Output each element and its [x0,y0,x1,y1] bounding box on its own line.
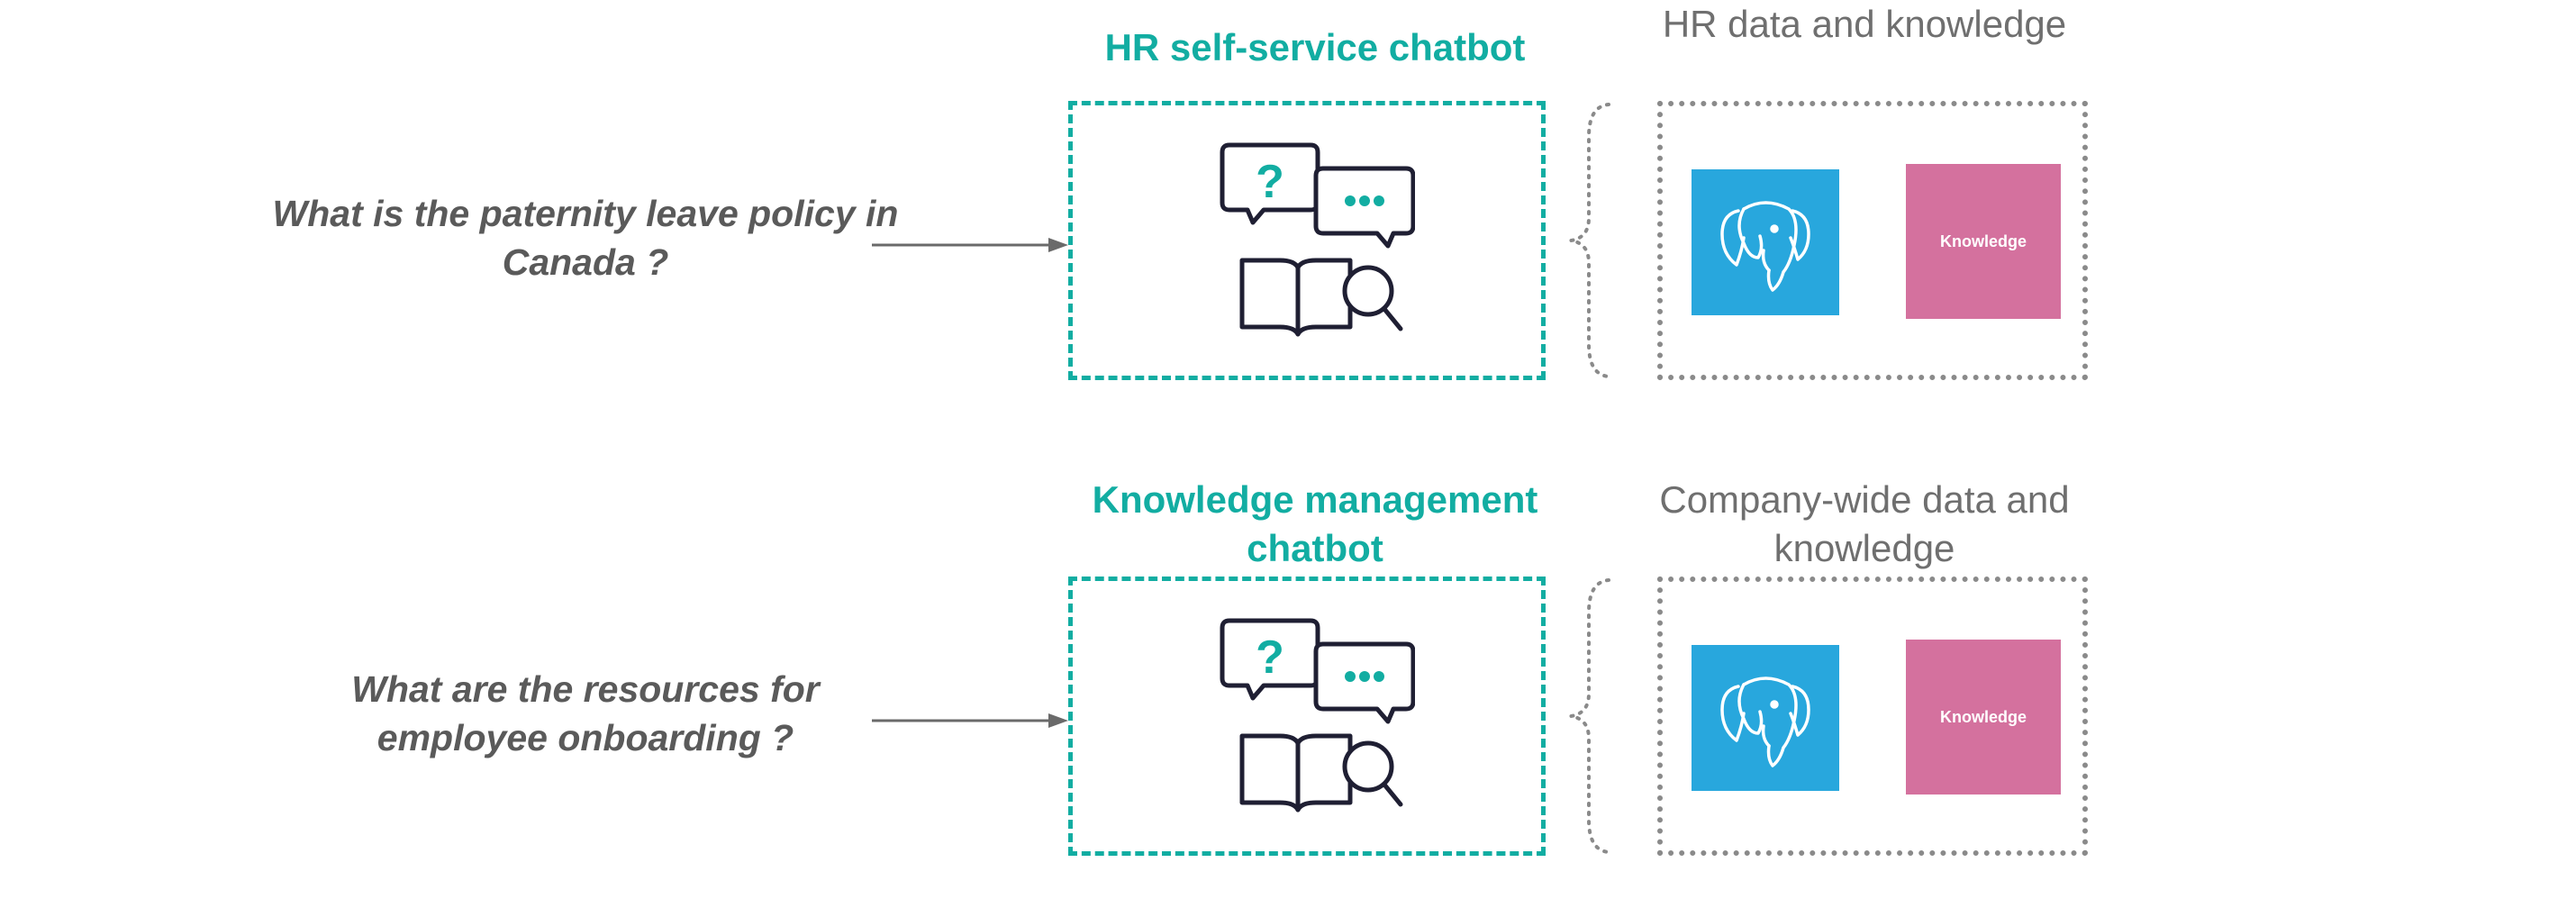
data-source-box: Knowledge [1657,577,2088,856]
svg-text:?: ? [1256,631,1284,684]
postgresql-elephant-icon [1720,201,1810,292]
flow-row-knowledge: What are the resources for employee onbo… [0,476,2576,908]
arrow-to-chatbot [872,713,1068,728]
book-search-icon [1239,733,1403,813]
chatbot-box: ? [1068,101,1546,380]
grouping-brace [1570,578,1610,854]
knowledge-label: Knowledge [1939,707,2027,726]
svg-text:?: ? [1256,156,1284,208]
chat-question-icon [1220,618,1320,701]
database-tile [1692,169,1839,315]
book-search-icon [1239,258,1403,337]
chat-ellipsis-icon [1313,166,1415,249]
grouping-brace [1570,103,1610,378]
data-source-box: Knowledge [1657,101,2088,380]
data-source-title: Company-wide data and knowledge [1659,478,2070,569]
data-source-title: HR data and knowledge [1662,3,2067,45]
knowledge-tile: Knowledge [1906,164,2061,319]
knowledge-label: Knowledge [1939,232,2027,250]
chat-question-icon [1220,142,1320,225]
knowledge-tile: Knowledge [1906,640,2061,794]
chatbot-title: HR self-service chatbot [1104,26,1526,68]
chatbot-title: Knowledge management chatbot [1092,478,1538,569]
flow-row-hr: What is the paternity leave policy in Ca… [0,0,2576,432]
chatbot-icon: ? [1220,142,1415,337]
database-tile [1692,645,1839,791]
chat-ellipsis-icon [1313,641,1415,724]
user-question: What are the resources for employee onbo… [351,668,820,758]
chatbot-box: ? [1068,577,1546,856]
arrow-to-chatbot [872,238,1068,252]
user-question: What is the paternity leave policy in Ca… [272,193,899,283]
chatbot-icon: ? [1220,618,1415,813]
postgresql-elephant-icon [1720,676,1810,767]
